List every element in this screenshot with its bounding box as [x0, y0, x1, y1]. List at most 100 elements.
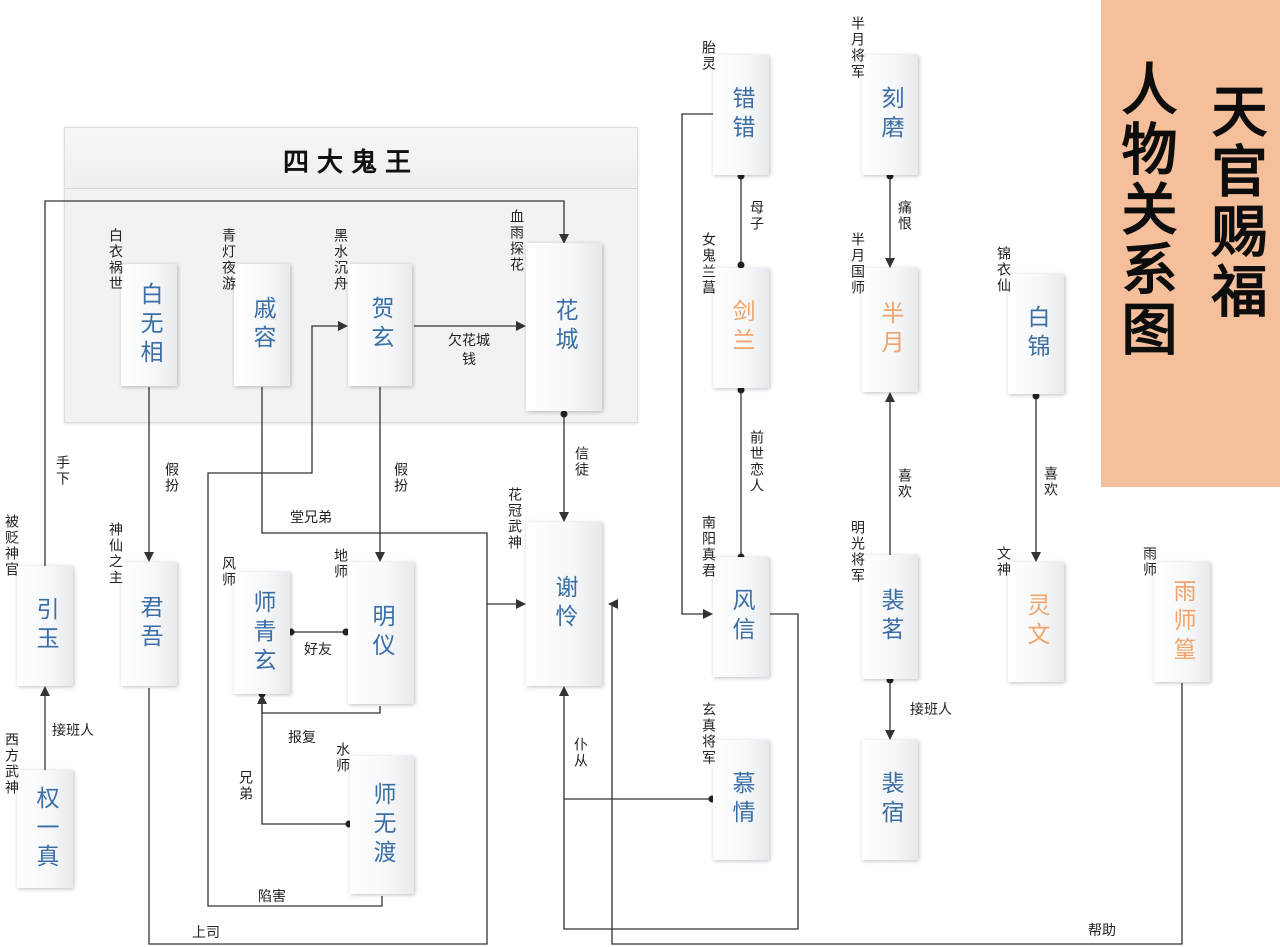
node-kemo[interactable]: 刻磨 — [862, 55, 918, 175]
arrowhead — [338, 321, 348, 331]
title-kemo: 半月将军 — [849, 16, 865, 80]
title-line-2: 人物关系图 — [1112, 60, 1178, 360]
node-label: 错错 — [728, 86, 754, 144]
edge-shiqingxuan-shiwudu — [261, 694, 349, 825]
node-label: 贺玄 — [367, 296, 393, 354]
edge-qirong-xielian — [261, 387, 520, 605]
rel-xiongdi: 兄弟 — [237, 770, 253, 802]
rel-xihuan-2: 喜欢 — [1042, 466, 1058, 498]
rel-jiaban-2: 假扮 — [392, 462, 408, 494]
title-junwu: 神仙之主 — [107, 522, 123, 586]
node-label: 风信 — [728, 588, 754, 646]
node-banyue[interactable]: 半月 — [862, 268, 918, 392]
node-yushihuang[interactable]: 雨师篁 — [1154, 562, 1210, 682]
node-label: 明仪 — [368, 604, 394, 662]
arrowhead — [559, 512, 569, 522]
arrowhead — [559, 686, 569, 696]
arrowhead — [144, 552, 154, 562]
node-label: 谢怜 — [551, 575, 577, 633]
node-muqing[interactable]: 慕情 — [713, 740, 769, 860]
node-baiwuxiang[interactable]: 白无相 — [121, 264, 177, 386]
rel-shouxia: 手下 — [54, 455, 70, 487]
arrowhead — [1031, 552, 1041, 562]
title-yushihuang: 雨师 — [1141, 546, 1157, 578]
node-label: 白锦 — [1023, 305, 1049, 363]
node-huacheng[interactable]: 花城 — [526, 243, 602, 411]
rel-bangzhu: 帮助 — [1088, 923, 1116, 939]
rel-jiaban-1: 假扮 — [163, 462, 179, 494]
arrowhead — [559, 234, 569, 244]
group-header: 四大鬼王 — [65, 128, 637, 189]
node-peiming[interactable]: 裴茗 — [862, 555, 918, 679]
edge-dot — [560, 410, 568, 418]
edge-dot — [737, 386, 745, 394]
node-junwu[interactable]: 君吾 — [121, 562, 177, 686]
rel-haoyou: 好友 — [304, 642, 332, 658]
node-mingyi[interactable]: 明仪 — [348, 562, 414, 704]
rel-jiebanren-1: 接班人 — [52, 723, 94, 739]
rel-baofu: 报复 — [288, 730, 316, 746]
title-lingwen: 文神 — [995, 546, 1011, 578]
title-cuocuo: 胎灵 — [700, 40, 716, 72]
rel-tonghen: 痛恨 — [896, 200, 912, 232]
arrowhead — [375, 552, 385, 562]
edge-fengxin-xielian — [611, 604, 799, 930]
node-label: 君吾 — [136, 595, 162, 653]
node-label: 师青玄 — [249, 589, 275, 677]
arrowhead — [516, 599, 526, 609]
arrowhead — [885, 730, 895, 740]
node-label: 花城 — [551, 298, 577, 356]
node-label: 戚容 — [249, 296, 275, 354]
rel-xianhai: 陷害 — [258, 889, 286, 905]
group-title: 四大鬼王 — [282, 148, 419, 178]
title-shiqingxuan: 风师 — [220, 556, 236, 588]
arrowhead — [608, 599, 618, 609]
edge-yinyu-huacheng — [44, 200, 565, 566]
node-shiqingxuan[interactable]: 师青玄 — [234, 572, 290, 694]
node-shiwudu[interactable]: 师无渡 — [350, 756, 414, 894]
node-label: 师无渡 — [369, 781, 395, 869]
node-label: 裴宿 — [877, 771, 903, 829]
title-fengxin: 南阳真君 — [700, 515, 716, 579]
rel-pucong: 仆从 — [572, 737, 588, 769]
node-label: 半月 — [877, 301, 903, 359]
edge-dot — [737, 261, 745, 269]
rel-tang-xiongdi: 堂兄弟 — [290, 510, 332, 526]
title-xielian: 花冠武神 — [506, 487, 522, 551]
node-quanyizhen[interactable]: 权一真 — [17, 770, 73, 888]
title-yinyu: 被贬神官 — [3, 514, 19, 578]
node-fengxin[interactable]: 风信 — [713, 557, 769, 677]
node-label: 雨师篁 — [1169, 578, 1195, 666]
arrowhead — [885, 258, 895, 268]
title-huacheng: 血雨探花 — [508, 209, 524, 273]
node-label: 刻磨 — [877, 86, 903, 144]
node-label: 剑兰 — [728, 299, 754, 357]
edge-xielian-loop — [563, 692, 612, 930]
node-label: 灵文 — [1023, 593, 1049, 651]
title-banyue: 半月国师 — [849, 232, 865, 296]
node-label: 裴茗 — [877, 588, 903, 646]
node-peisu[interactable]: 裴宿 — [862, 740, 918, 860]
node-cuocuo[interactable]: 错错 — [713, 55, 769, 175]
edge-cuocuo-fengxin — [681, 113, 713, 615]
edge-dot — [1032, 392, 1040, 400]
node-yinyu[interactable]: 引玉 — [17, 566, 73, 686]
title-shiwudu: 水师 — [334, 742, 350, 774]
title-hexuan: 黑水沉舟 — [332, 228, 348, 292]
node-xielian[interactable]: 谢怜 — [526, 522, 602, 686]
node-qirong[interactable]: 戚容 — [234, 264, 290, 386]
arrowhead — [40, 686, 50, 696]
edge-yushihuang-xielian — [611, 683, 1183, 945]
arrowhead — [885, 392, 895, 402]
title-jianlan: 女鬼兰菖 — [700, 232, 716, 296]
edge-dot — [342, 628, 350, 636]
node-hexuan[interactable]: 贺玄 — [348, 264, 412, 386]
node-label: 权一真 — [32, 785, 58, 873]
arrowhead — [516, 321, 526, 331]
node-jianlan[interactable]: 剑兰 — [713, 268, 769, 388]
node-label: 引玉 — [32, 597, 58, 655]
node-lingwen[interactable]: 灵文 — [1008, 562, 1064, 682]
node-baijin[interactable]: 白锦 — [1008, 274, 1064, 394]
title-qirong: 青灯夜游 — [220, 228, 236, 292]
